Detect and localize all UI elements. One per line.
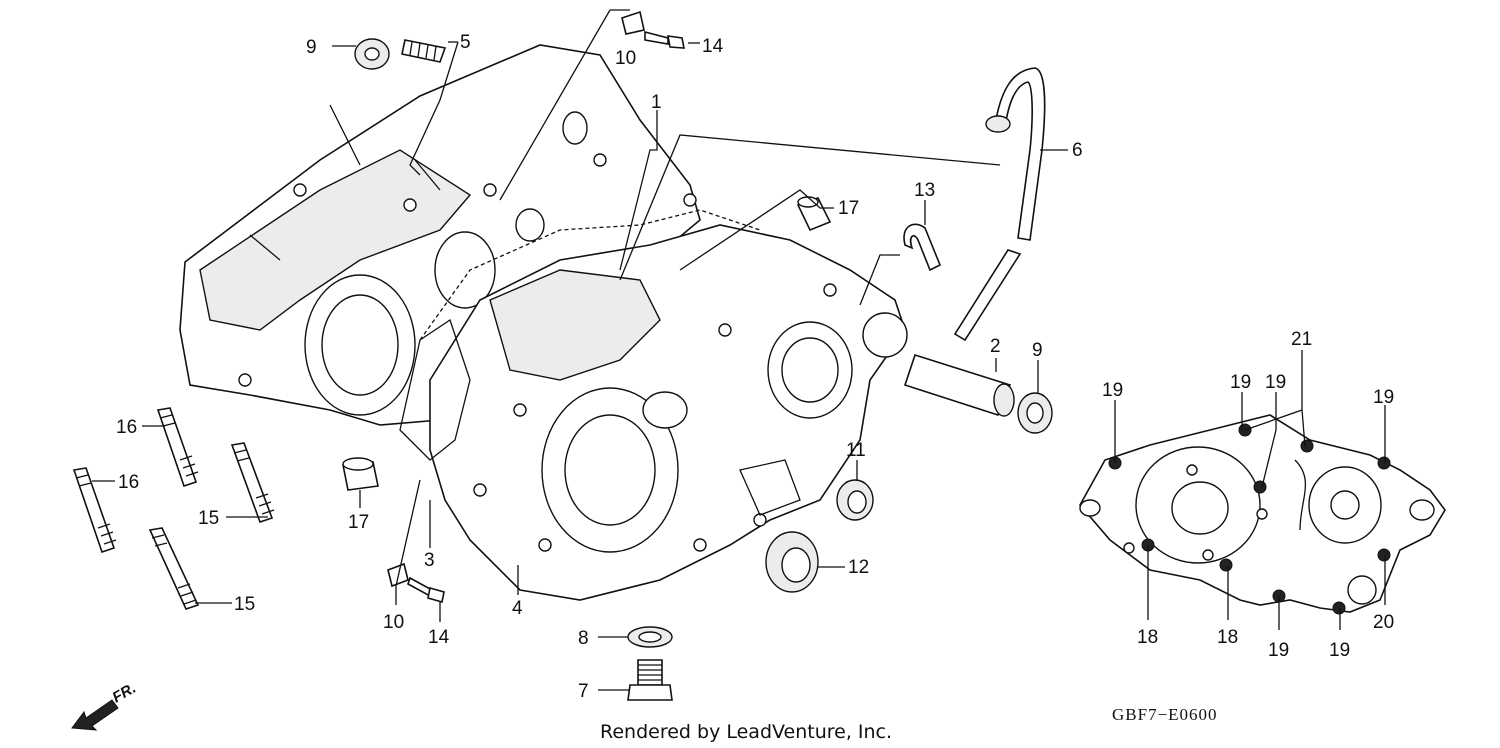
tube-clamp-13 [903,223,942,272]
stud-15-lower [148,527,200,610]
callout-3: 3 [424,550,435,571]
bolt-14-top [644,30,685,49]
callout-2: 2 [990,336,1001,357]
callout-13: 13 [914,180,935,201]
callout-19-b: 19 [1230,372,1251,393]
callout-4: 4 [512,598,523,619]
oil-seal-12 [765,531,819,593]
crankcase-right-half [429,224,908,601]
callout-labels: 9 5 10 14 1 6 17 13 2 9 11 12 8 7 3 4 17… [116,32,1394,702]
callout-12: 12 [848,557,869,578]
callout-19-d: 19 [1373,387,1394,408]
front-direction-indicator: FR. [71,680,139,731]
callout-18-a: 18 [1137,627,1158,648]
needle-bearing-5 [401,39,447,63]
bolt-location-inset [1079,414,1446,615]
callout-17-upper: 17 [838,198,859,219]
sealing-washer-8 [627,626,673,648]
callout-20: 20 [1373,612,1394,633]
stud-16-upper [156,407,199,488]
oil-seal-11 [836,479,874,521]
breather-tube-6 [953,67,1046,342]
stud-16-lower [72,467,117,554]
callout-11: 11 [846,440,866,461]
washer-9-top [354,38,390,70]
callout-14-top: 14 [702,36,724,57]
callout-19-a: 19 [1102,380,1123,401]
clip-10-top [621,10,645,35]
callout-14-bottom: 14 [428,627,450,648]
washer-9-right [1017,392,1053,434]
callout-10-bottom: 10 [383,612,404,633]
credit-text: Rendered by LeadVenture, Inc. [600,721,892,743]
callout-1: 1 [651,92,662,113]
callout-15-upper: 15 [198,508,219,529]
callout-5: 5 [460,32,471,53]
callout-9-top: 9 [306,37,317,58]
callout-21: 21 [1291,329,1312,350]
callout-19-f: 19 [1329,640,1350,661]
stud-15-upper [230,442,275,524]
drain-bolt-7 [627,659,673,701]
callout-18-b: 18 [1217,627,1238,648]
arrow-icon [71,699,119,731]
callout-6: 6 [1072,140,1083,161]
callout-16-upper: 16 [116,417,137,438]
callout-19-c: 19 [1265,372,1286,393]
collar-2 [903,354,1015,417]
callout-19-e: 19 [1268,640,1289,661]
callout-8: 8 [578,628,589,649]
crankcase-left-half [179,44,701,426]
callout-9-right: 9 [1032,340,1043,361]
callout-17-lower: 17 [348,512,369,533]
callout-7: 7 [578,681,589,702]
callout-10-top: 10 [615,48,636,69]
callout-15-lower: 15 [234,594,255,615]
dowel-pin-17-lower [342,457,379,491]
callout-16-lower: 16 [118,472,139,493]
bolt-14-bottom [407,576,445,604]
diagram-code: GBF7−E0600 [1112,705,1218,724]
leader-lines [92,9,1386,691]
